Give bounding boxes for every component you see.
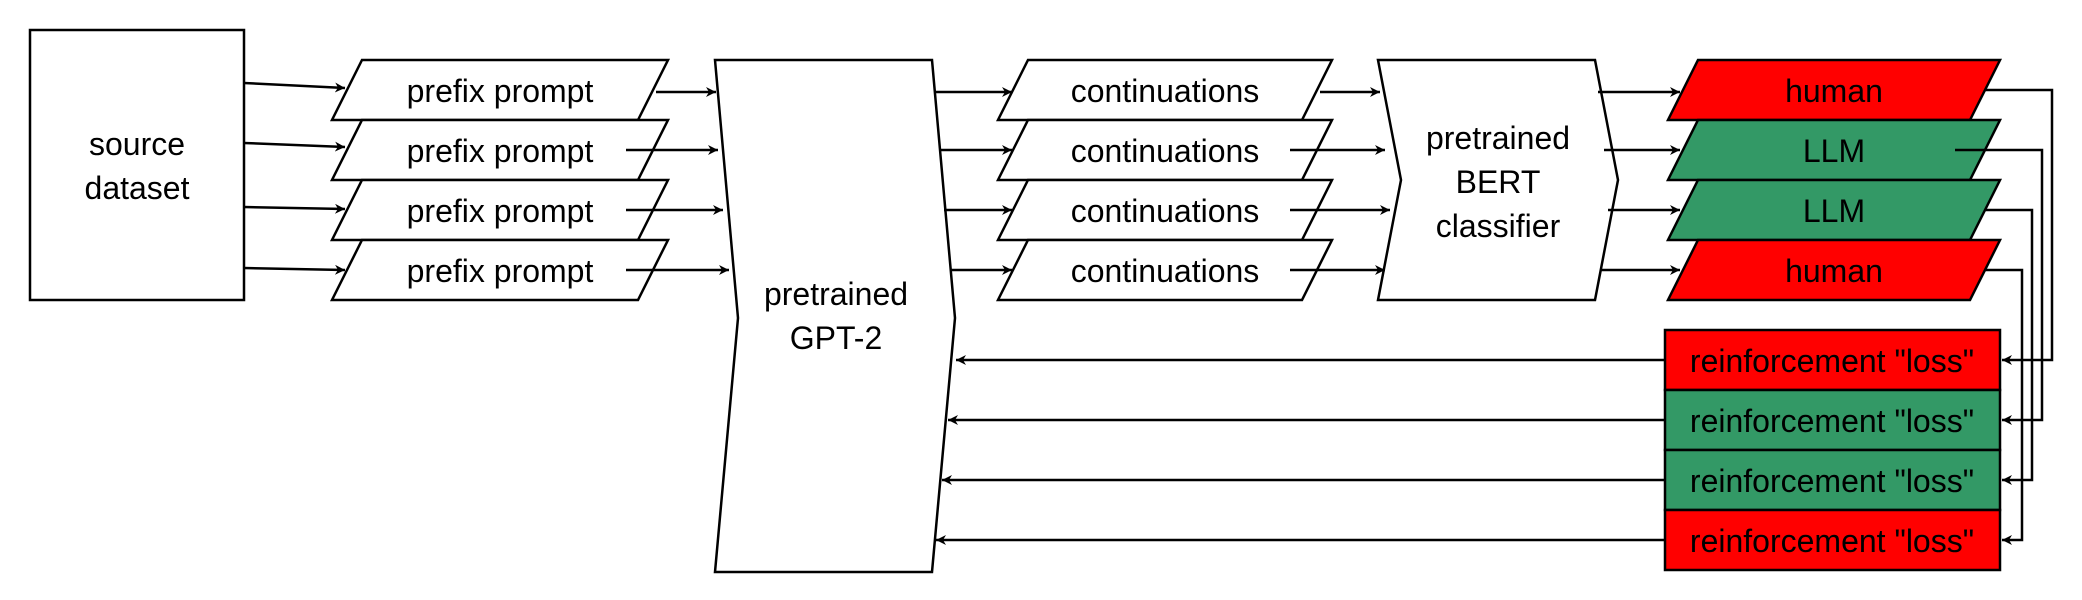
arrows-prompts-to-gpt2 (626, 87, 729, 275)
source-label-line-2: dataset (85, 170, 190, 206)
prefix-prompt-label: prefix prompt (407, 73, 594, 109)
label-human-4: human (1665, 238, 2003, 302)
continuation-label: continuations (1071, 253, 1260, 289)
label-llm-2: LLM (1665, 118, 2003, 182)
reinforcement-loss-2: reinforcement "loss" (1663, 388, 2002, 452)
label-human-1: human (1665, 58, 2003, 122)
bert-label-line-3: classifier (1436, 208, 1561, 244)
continuation-label: continuations (1071, 193, 1260, 229)
continuation-4: continuations (995, 238, 1335, 302)
gpt2-model-box: pretrained GPT-2 (713, 58, 957, 574)
label-text: LLM (1803, 193, 1865, 229)
arrows-bert-to-labels (1598, 87, 1680, 275)
label-text: LLM (1803, 133, 1865, 169)
arrows-source-to-prompts (243, 81, 346, 275)
continuation-label: continuations (1071, 73, 1260, 109)
continuation-label: continuations (1071, 133, 1260, 169)
loss-label: reinforcement "loss" (1690, 463, 1974, 499)
gpt2-label-line-2: GPT-2 (790, 320, 882, 356)
loss-label: reinforcement "loss" (1690, 403, 1974, 439)
prefix-prompt-2: prefix prompt (329, 118, 671, 182)
prefix-prompt-label: prefix prompt (407, 253, 594, 289)
label-text: human (1785, 73, 1883, 109)
continuation-1: continuations (995, 58, 1335, 122)
continuation-3: continuations (995, 178, 1335, 242)
source-label-line-1: source (89, 126, 185, 162)
bert-label-line-2: BERT (1456, 164, 1541, 200)
prefix-prompt-4: prefix prompt (329, 238, 671, 302)
prefix-prompt-label: prefix prompt (407, 133, 594, 169)
prefix-prompt-1: prefix prompt (329, 58, 671, 122)
arrows-labels-to-loss (1955, 88, 2054, 545)
bert-classifier-box: pretrained BERT classifier (1376, 58, 1620, 302)
label-text: human (1785, 253, 1883, 289)
source-dataset-box: source dataset (28, 28, 246, 302)
reinforcement-loss-4: reinforcement "loss" (1663, 508, 2002, 572)
arrows-continuations-to-bert (1290, 87, 1390, 275)
reinforcement-loss-1: reinforcement "loss" (1663, 328, 2002, 392)
continuation-2: continuations (995, 118, 1335, 182)
prefix-prompt-3: prefix prompt (329, 178, 671, 242)
loss-label: reinforcement "loss" (1690, 523, 1974, 559)
prefix-prompt-label: prefix prompt (407, 193, 594, 229)
label-llm-3: LLM (1665, 178, 2003, 242)
arrows-gpt2-to-continuations (934, 87, 1012, 275)
reinforcement-loss-3: reinforcement "loss" (1663, 448, 2002, 512)
arrows-loss-to-gpt2 (936, 355, 1665, 545)
gpt2-label-line-1: pretrained (764, 276, 908, 312)
bert-label-line-1: pretrained (1426, 120, 1570, 156)
loss-label: reinforcement "loss" (1690, 343, 1974, 379)
